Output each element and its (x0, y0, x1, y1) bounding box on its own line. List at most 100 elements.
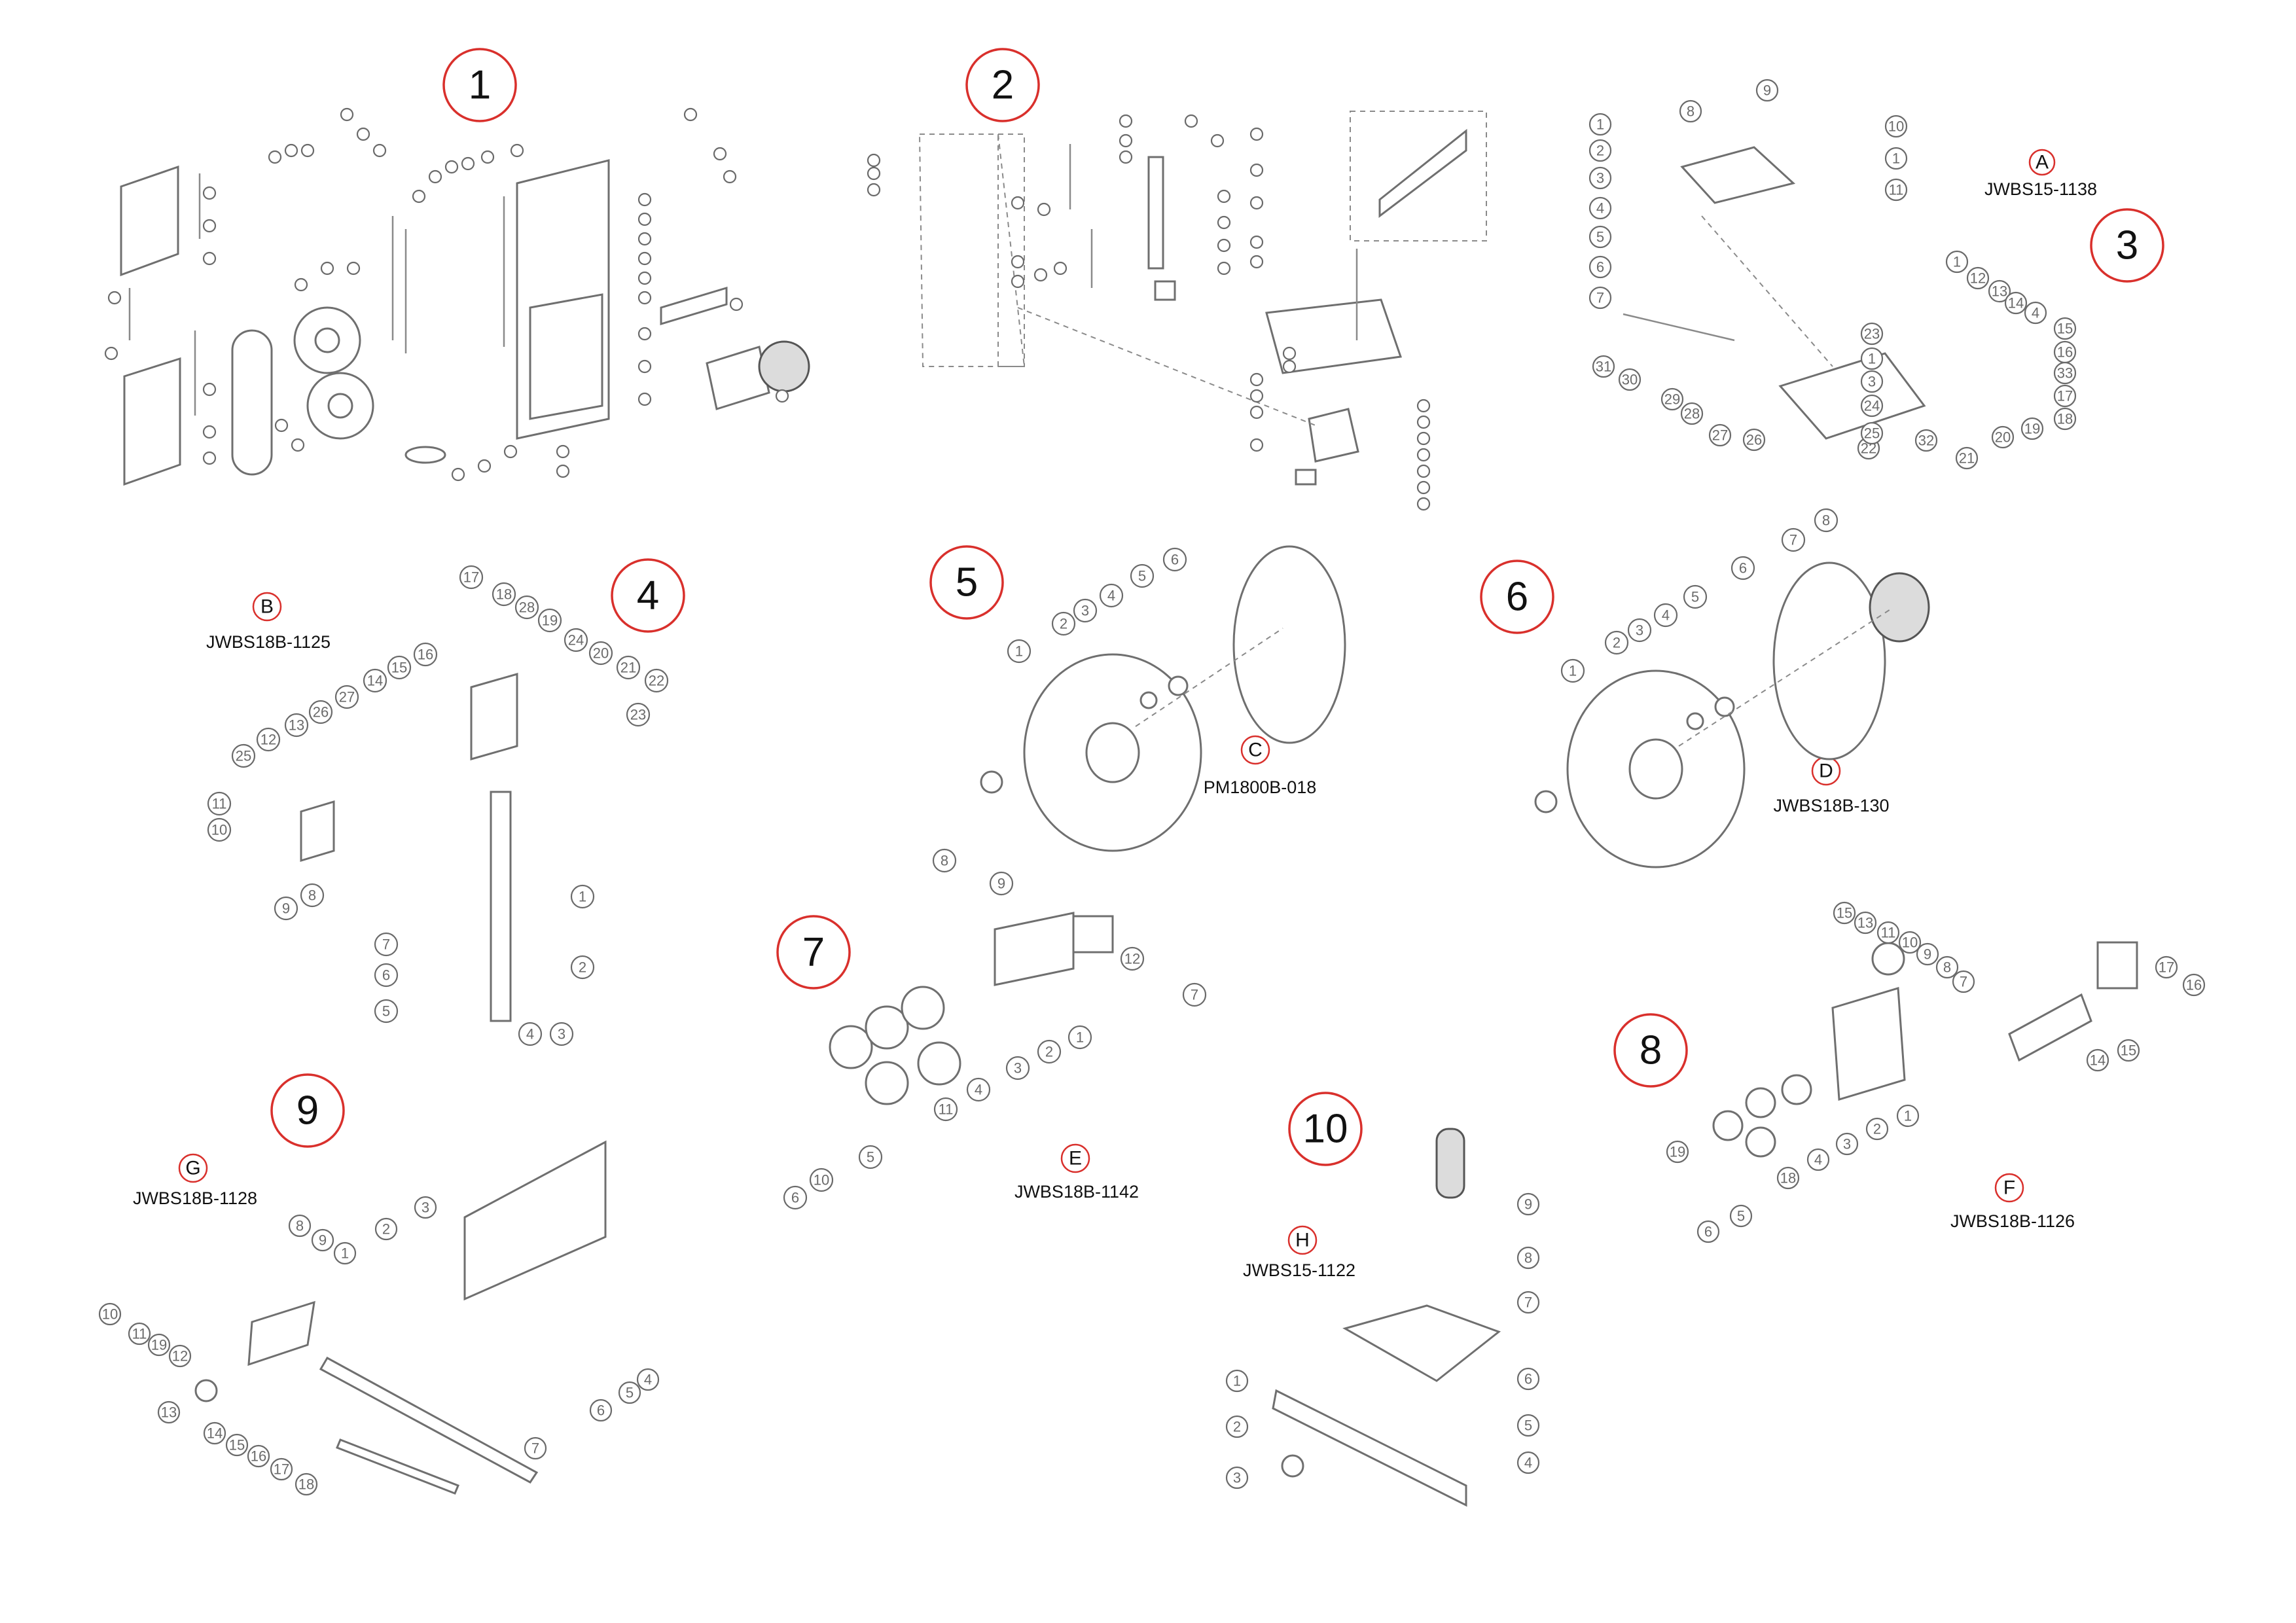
callout-bubble (231, 743, 256, 768)
callout-label: 20 (593, 645, 609, 662)
callout-label: 2 (579, 959, 586, 976)
leader-line (1701, 215, 1833, 367)
callout-bubble (966, 1077, 991, 1102)
part-bubble (291, 438, 305, 452)
callout-label: 16 (2057, 344, 2073, 361)
callout-bubble (932, 848, 957, 873)
part-bubble (1217, 261, 1231, 276)
callout-bubble (1516, 1367, 1540, 1391)
section-letter-h (1287, 1225, 1318, 1255)
callout-label: 4 (2032, 305, 2039, 321)
callout-label: 27 (1712, 427, 1728, 444)
callout-bubble (858, 1145, 883, 1169)
section-letter-g (178, 1153, 208, 1183)
callout-label: 7 (382, 936, 390, 953)
wheel-tire (1232, 545, 1346, 744)
callout-label: 3 (558, 1026, 565, 1043)
callout-label: 17 (274, 1461, 289, 1478)
callout-bubble (1067, 1025, 1092, 1050)
section-marker-7 (776, 915, 851, 990)
callout-bubble (1952, 970, 1975, 993)
callout-bubble (514, 595, 539, 620)
section-marker-4 (611, 558, 685, 633)
callout-label: 13 (161, 1404, 177, 1421)
callout-bubble (300, 883, 325, 908)
callout-label: 4 (975, 1082, 982, 1098)
part-code-c: PM1800B-018 (1204, 777, 1317, 797)
callout-label: 12 (172, 1348, 188, 1364)
guide-bearing-3 (901, 986, 945, 1030)
part-bubble (274, 418, 289, 433)
callout-label: 14 (2090, 1052, 2106, 1069)
callout-label: 16 (2186, 977, 2202, 993)
section-1-hardware (104, 107, 789, 482)
callout-bubble (1833, 901, 1856, 925)
part-bubble (1037, 202, 1051, 217)
callout-bubble (256, 727, 281, 752)
part-bubble (1119, 150, 1133, 164)
part-bubble (1217, 189, 1231, 204)
part-bubble (637, 192, 652, 207)
part-bubble (1249, 235, 1264, 249)
section-6-lower-wheel: 6 D JWBS18B-130 1 2 3 4 5 6 7 8 (1480, 508, 1930, 868)
section-8-guide-assembly: 8 F JWBS18B-1126 15 13 11 10 9 8 7 17 16… (1613, 901, 2206, 1243)
callout-label: 2 (1613, 635, 1621, 651)
callout-bubble (1005, 1056, 1030, 1080)
section-number-3: 3 (2116, 223, 2138, 268)
section-number-10: 10 (1303, 1107, 1348, 1152)
part-bubble (1416, 431, 1431, 446)
callout-label: 8 (308, 887, 316, 904)
callout-label: 9 (282, 901, 290, 917)
callout-bubble (570, 955, 595, 980)
callout-bubble (570, 884, 595, 909)
callout-bubble (1860, 394, 1884, 418)
callout-label: 1 (1868, 351, 1876, 367)
callout-label: 1 (1953, 254, 1961, 270)
part-bubble (1119, 134, 1133, 148)
callout-label: 3 (1081, 603, 1089, 619)
callout-bubble (1225, 1466, 1249, 1489)
callout-label: 19 (1670, 1144, 1685, 1160)
callout-label: 4 (1596, 200, 1604, 217)
wheel-tire (1772, 562, 1886, 760)
callout-label: 19 (2024, 421, 2040, 437)
callout-label: 8 (296, 1218, 304, 1234)
callout-label: 9 (319, 1232, 327, 1249)
callout-label: 16 (251, 1448, 266, 1465)
callout-label: 9 (1763, 82, 1771, 99)
section-letter-f (1994, 1173, 2024, 1203)
callout-label: 20 (1995, 429, 2011, 446)
fence-face (463, 1140, 607, 1301)
callout-label: 17 (2159, 959, 2174, 976)
callout-label: 30 (1622, 372, 1638, 388)
callout-label: 24 (568, 632, 584, 649)
callout-bubble (1884, 147, 1908, 170)
callout-bubble (783, 1185, 808, 1210)
callout-bubble (1683, 584, 1708, 609)
callout-bubble (809, 1168, 834, 1192)
callout-bubble (2053, 384, 2077, 408)
callout-bubble (626, 702, 651, 727)
part-bubble (1249, 127, 1264, 141)
section-number-4: 4 (637, 573, 659, 618)
callout-label: 2 (1873, 1121, 1881, 1137)
callout-label: 9 (1924, 946, 1931, 963)
callout-bubble (1037, 1039, 1062, 1064)
part-bubble (503, 444, 518, 459)
callout-label: 6 (791, 1190, 799, 1206)
callout-bubble (1898, 931, 1922, 954)
callout-bubble (1653, 603, 1678, 628)
callout-bubble (1680, 402, 1704, 425)
bearing-2 (1712, 1110, 1744, 1141)
part-code-b: JWBS18B-1125 (206, 632, 331, 652)
callout-bubble (2053, 361, 2077, 385)
part-bubble (1282, 359, 1297, 374)
callout-label: 23 (1864, 326, 1880, 342)
part-bubble (1210, 134, 1225, 148)
callout-bubble (1130, 563, 1155, 588)
callout-bubble (1679, 99, 1702, 123)
part-bubble (867, 153, 881, 168)
callout-label: 9 (997, 876, 1005, 892)
callout-label: 21 (620, 660, 636, 676)
section-letter-e-text: E (1069, 1148, 1082, 1169)
